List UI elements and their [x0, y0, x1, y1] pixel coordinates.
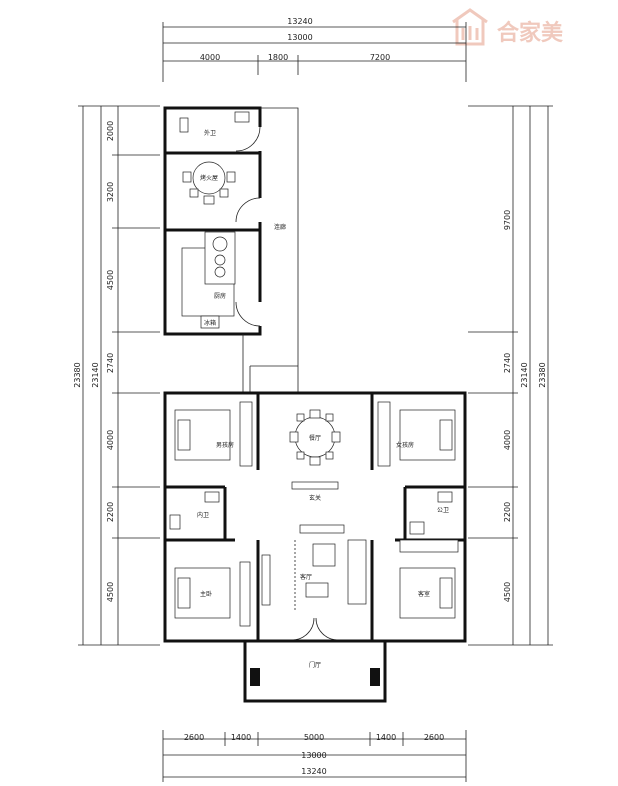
room-label: 内卫: [197, 511, 209, 519]
wardrobe-icon: [239, 401, 253, 467]
right-seg-dim: 4000: [503, 430, 512, 450]
room-label: 女孩房: [396, 441, 414, 449]
sink-icon: [204, 491, 220, 503]
top-seg-dim: 4000: [200, 53, 220, 62]
left-seg-dim: 4500: [106, 582, 115, 602]
toilet-icon: [179, 117, 189, 133]
bottom-seg-dim: 2600: [424, 733, 444, 742]
room-label: 客厅: [300, 573, 312, 581]
coffee-table-icon: [312, 543, 336, 567]
round-table-icon: [192, 161, 226, 195]
bottom-seg-dim: 1400: [231, 733, 251, 742]
room-label: 男孩房: [216, 441, 234, 449]
left-seg-dim: 2200: [106, 502, 115, 522]
room-label: 冰箱: [204, 319, 216, 327]
armchair-icon: [305, 582, 329, 598]
toilet-icon: [169, 514, 181, 530]
bottom-seg-dim: 5000: [304, 733, 324, 742]
top-seg-dim: 7200: [370, 53, 390, 62]
north-wing: 外卫 烤火屋 厨房 冰箱 连廊: [163, 106, 299, 392]
sofa-icon: [347, 539, 367, 605]
left-total-outer-dim: 23380: [73, 362, 82, 387]
bottom-dimensions: 2600 1400 5000 1400 2600 13000 13240: [162, 730, 467, 782]
logo-house-icon: [452, 8, 488, 46]
wardrobe-icon: [399, 539, 459, 553]
bottom-seg-dim: 2600: [184, 733, 204, 742]
logo-text: 合家美: [497, 20, 564, 46]
tv-cabinet-icon: [261, 554, 271, 606]
room-label: 烤火屋: [200, 174, 218, 182]
sofa-icon: [299, 524, 345, 534]
left-seg-dim: 4000: [106, 430, 115, 450]
room-label: 餐厅: [309, 434, 321, 442]
left-seg-dim: 2000: [106, 121, 115, 141]
right-seg-dim: 2200: [503, 502, 512, 522]
toilet-icon: [409, 521, 425, 535]
top-total-outer-dim: 13240: [287, 17, 312, 26]
right-total-inner-dim: 23140: [520, 362, 529, 387]
wardrobe-icon: [377, 401, 391, 467]
bottom-total-outer-dim: 13240: [301, 767, 326, 776]
left-seg-dim: 3200: [106, 182, 115, 202]
left-seg-dim: 2740: [106, 353, 115, 373]
top-total-inner-dim: 13000: [287, 33, 312, 42]
bottom-seg-dim: 1400: [376, 733, 396, 742]
main-house: 男孩房 餐厅 女孩房 玄关 内卫 公卫 客厅 主卧 客室: [163, 391, 467, 644]
room-label: 门厅: [309, 661, 321, 669]
top-dimensions: 13240 13000 4000 1800 7200: [162, 17, 467, 82]
right-dimensions: 9700 2740 4000 2200 4500 23140 23380: [468, 105, 553, 646]
wardrobe-icon: [239, 561, 251, 627]
right-seg-dim: 9700: [503, 210, 512, 230]
connector: [242, 334, 298, 393]
top-seg-dim: 1800: [268, 53, 288, 62]
sink-icon: [234, 111, 250, 123]
room-label: 公卫: [437, 507, 449, 514]
brand-logo: 合家美: [452, 8, 564, 46]
porch: 门厅: [243, 639, 387, 703]
room-label: 连廊: [274, 223, 286, 231]
room-label: 客室: [418, 590, 430, 598]
left-total-inner-dim: 23140: [91, 362, 100, 387]
room-label: 厨房: [214, 292, 226, 300]
fridge-icon: [200, 315, 220, 329]
shoe-cabinet-icon: [291, 481, 339, 490]
room-label: 玄关: [309, 494, 321, 502]
right-seg-dim: 2740: [503, 353, 512, 373]
room-label: 外卫: [204, 129, 216, 137]
left-seg-dim: 4500: [106, 270, 115, 290]
right-total-outer-dim: 23380: [538, 362, 547, 387]
left-dimensions: 2000 3200 4500 2740 4000 2200 4500 23140…: [73, 105, 160, 646]
room-label: 主卧: [200, 590, 212, 598]
bottom-total-inner-dim: 13000: [301, 751, 326, 760]
sink-icon: [437, 491, 453, 503]
right-seg-dim: 4500: [503, 582, 512, 602]
